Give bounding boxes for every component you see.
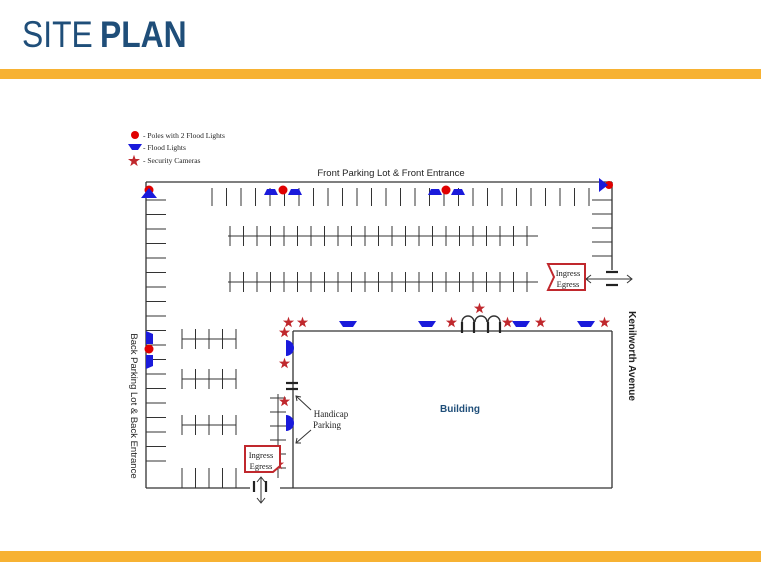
security-camera-icon xyxy=(127,154,141,167)
egress-label: Egress xyxy=(250,461,273,471)
ingress-label: Ingress xyxy=(249,450,274,460)
security-camera-icon xyxy=(296,316,309,328)
avenue-double-arrow xyxy=(585,274,633,284)
flood-light-icon xyxy=(428,189,442,195)
security-camera-icon xyxy=(278,357,291,369)
page-title: SITE PLAN xyxy=(22,14,201,60)
security-camera-icon xyxy=(501,316,514,328)
flood-light-icon xyxy=(128,144,142,150)
flood-light-icon xyxy=(339,321,357,327)
pole-icon xyxy=(441,185,451,195)
bottom-double-arrow xyxy=(256,476,266,504)
flood-light-icon xyxy=(264,189,278,195)
flood-light-icon xyxy=(577,321,595,327)
security-camera-icon xyxy=(598,316,611,328)
avenue-label: Kenilworth Avenue xyxy=(626,311,637,401)
parking-stalls xyxy=(146,188,612,488)
flood-light-icon xyxy=(141,188,149,198)
security-cameras xyxy=(272,302,611,470)
security-camera-icon xyxy=(278,395,291,407)
flood-light-icon xyxy=(146,331,153,344)
ingress-egress-sign-bottom: Ingress Egress xyxy=(244,445,281,473)
building-label: Building xyxy=(440,404,480,415)
title-plan: PLAN xyxy=(100,14,187,55)
security-camera-icon xyxy=(278,326,291,338)
front-lot-label: Front Parking Lot & Front Entrance xyxy=(317,168,464,179)
flood-light-icon xyxy=(599,178,608,192)
legend-label-cameras: - Security Cameras xyxy=(143,156,201,165)
ingress-egress-sign-right: Ingress Egress xyxy=(546,263,586,291)
pole-icon xyxy=(131,131,139,139)
back-lot-label: Back Parking Lot & Back Entrance xyxy=(128,333,139,478)
legend: - Poles with 2 Flood Lights - Flood Ligh… xyxy=(127,131,225,167)
flood-light-icon xyxy=(286,340,294,356)
egress-label: Egress xyxy=(557,279,580,289)
top-accent-bar xyxy=(0,69,761,79)
security-camera-icon xyxy=(473,302,486,314)
security-camera-icon xyxy=(445,316,458,328)
handicap-label: Handicap xyxy=(314,409,349,419)
security-camera-icon xyxy=(282,316,295,328)
legend-label-flood: - Flood Lights xyxy=(143,143,186,152)
entrance-arches xyxy=(461,315,501,323)
handicap-arrows xyxy=(295,395,312,444)
bottom-accent-bar xyxy=(0,551,761,562)
flood-light-icon xyxy=(418,321,436,327)
security-camera-icon xyxy=(534,316,547,328)
flood-light-icon xyxy=(146,355,153,369)
flood-light-icon xyxy=(451,189,465,195)
flood-light-icon xyxy=(288,189,302,195)
flood-light-icon xyxy=(512,321,530,327)
pole-icon xyxy=(605,181,613,189)
legend-label-poles: - Poles with 2 Flood Lights xyxy=(143,131,225,140)
parking-label: Parking xyxy=(313,420,341,430)
pole-icon xyxy=(278,185,288,195)
ingress-label: Ingress xyxy=(556,268,581,278)
flood-light-icon xyxy=(286,415,294,431)
pole-icon xyxy=(144,344,154,354)
flood-light-icon xyxy=(149,188,157,198)
title-site: SITE xyxy=(22,14,93,55)
